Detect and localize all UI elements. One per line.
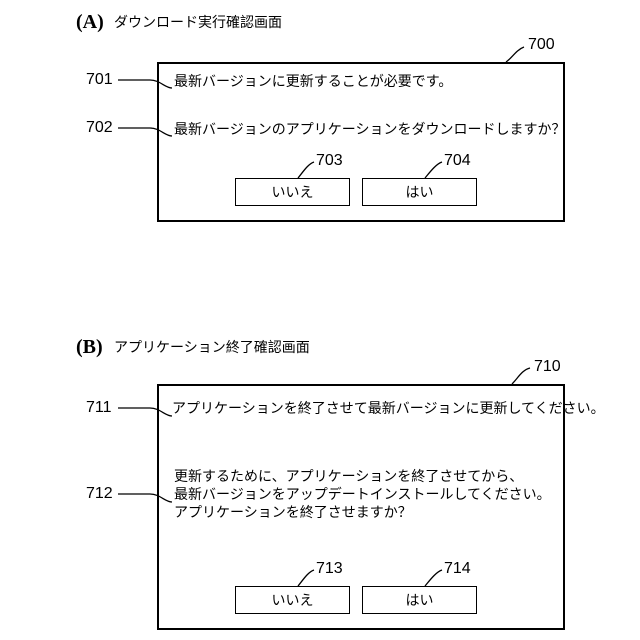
ref-713: 713 (316, 560, 343, 578)
ref-704: 704 (444, 152, 471, 170)
panel-a-message-update-required: 最新バージョンに更新することが必要です。 (174, 74, 452, 91)
ref-703: 703 (316, 152, 343, 170)
panel-b-yes-label: はい (406, 590, 434, 610)
panel-b-no-button[interactable]: いいえ (235, 586, 350, 614)
panel-a-label: (A) (76, 10, 104, 34)
panel-a-no-button[interactable]: いいえ (235, 178, 350, 206)
panel-b-message-line1: 更新するために、アプリケーションを終了させてから、 (174, 469, 523, 486)
panel-a-yes-button[interactable]: はい (362, 178, 477, 206)
ref-701: 701 (86, 71, 113, 89)
panel-b-label: (B) (76, 335, 103, 359)
panel-b-no-label: いいえ (272, 590, 314, 610)
panel-a-no-label: いいえ (272, 182, 314, 202)
leader-710 (512, 368, 530, 384)
ref-710: 710 (534, 358, 561, 376)
ref-714: 714 (444, 560, 471, 578)
panel-b-message-line3: アプリケーションを終了させますか？ (174, 505, 412, 522)
panel-b-message-exit-and-update: アプリケーションを終了させて最新バージョンに更新してください。 (172, 401, 605, 418)
panel-b-title: アプリケーション終了確認画面 (114, 339, 310, 357)
ref-711: 711 (86, 399, 112, 417)
ref-700: 700 (528, 36, 555, 54)
panel-a-yes-label: はい (406, 182, 434, 202)
leader-700 (506, 47, 524, 62)
panel-a-title: ダウンロード実行確認画面 (114, 14, 282, 32)
panel-b-yes-button[interactable]: はい (362, 586, 477, 614)
panel-a-message-download-question: 最新バージョンのアプリケーションをダウンロードしますか？ (174, 122, 565, 139)
ref-712: 712 (86, 485, 113, 503)
panel-b-message-line2: 最新バージョンをアップデートインストールしてください。 (174, 487, 551, 504)
ref-702: 702 (86, 119, 113, 137)
